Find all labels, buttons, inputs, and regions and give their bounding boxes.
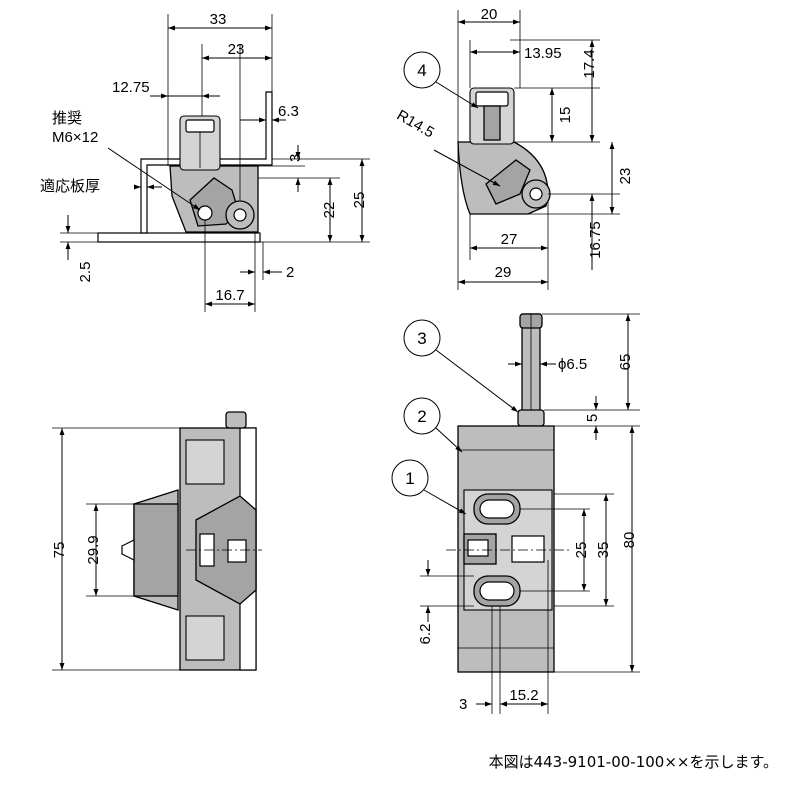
dim-29: 29: [495, 264, 512, 281]
side-view: 33 23 12.75 6.3 3 22 25 2 16.7 2.5: [40, 11, 370, 312]
profile-hook: [485, 159, 531, 205]
bottom-plate: [97, 232, 261, 243]
dim-15-2: 15.2: [509, 687, 538, 704]
front-view: ϕ6.5 65 5 80 25 35 6.2 3 15.2 3 2: [391, 313, 640, 714]
front-slot-lower-hole: [479, 581, 515, 601]
dim-3-top: 3: [287, 154, 304, 162]
profile-pivot-hole: [529, 187, 543, 201]
dim-5: 5: [584, 414, 601, 422]
callout-3: 3: [417, 329, 426, 348]
footnote: 本図は443-9101-00-100××を示します。: [489, 753, 778, 771]
dim-75: 75: [51, 542, 68, 559]
front-slot-upper-hole: [479, 499, 515, 519]
dim-29-9: 29.9: [85, 535, 102, 564]
dim-27: 27: [501, 231, 518, 248]
callout-4: 4: [417, 61, 426, 80]
pivot-inner: [233, 208, 247, 222]
left-view: 75 29.9: [51, 411, 262, 671]
callout-1: 1: [405, 469, 414, 488]
dim-23-right: 23: [617, 168, 634, 185]
panel-thickness-label: 適応板厚: [40, 177, 100, 195]
left-tab: [121, 539, 135, 561]
dim-phi-6-5: ϕ6.5: [558, 356, 587, 373]
front-center-window: [467, 539, 489, 557]
callout-4-circle: [403, 51, 441, 89]
front-latch-block: [511, 535, 545, 563]
recommended-label: 推奨: [52, 109, 82, 127]
screw-head: [197, 205, 213, 221]
left-latch-slot: [227, 539, 247, 563]
profile-knob-slot: [483, 105, 501, 141]
dim-2-5: 2.5: [77, 262, 94, 283]
dim-12-75: 12.75: [112, 79, 150, 96]
left-knob-face: [133, 503, 179, 597]
dim-65: 65: [617, 354, 634, 371]
callout-2: 2: [417, 407, 426, 426]
profile-view: 20 13.95 17.4 15 23 16.75 27 29 R14.5 4: [394, 6, 634, 290]
dim-17-4: 17.4: [581, 49, 598, 78]
callout-1-circle: [391, 459, 429, 497]
dim-16-75: 16.75: [587, 221, 604, 259]
dim-35: 35: [595, 542, 612, 559]
dim-2: 2: [286, 264, 294, 281]
dim-15: 15: [557, 107, 574, 124]
dim-80: 80: [621, 532, 638, 549]
dim-13-95: 13.95: [524, 45, 562, 62]
callout-3-circle: [403, 319, 441, 357]
dim-6-2: 6.2: [417, 624, 434, 645]
dim-25: 25: [351, 192, 368, 209]
latch-knob-cap: [185, 119, 215, 133]
left-panel-top: [185, 439, 225, 485]
dim-33: 33: [210, 11, 227, 28]
dim-20: 20: [481, 6, 498, 23]
dim-23: 23: [228, 41, 245, 58]
front-pin-cap: [517, 409, 545, 427]
callout-2-circle: [403, 397, 441, 435]
dim-6-3: 6.3: [278, 103, 299, 120]
profile-knob-cap: [475, 91, 509, 107]
dim-3-bottom: 3: [459, 696, 467, 713]
dim-25-front: 25: [573, 542, 590, 559]
dim-22: 22: [321, 202, 338, 219]
left-panel-bottom: [185, 615, 225, 661]
dim-16-7: 16.7: [215, 287, 244, 304]
dim-r14-5: R14.5: [394, 107, 437, 142]
recommended-screw-label: M6×12: [52, 129, 98, 146]
left-pin: [225, 411, 247, 429]
